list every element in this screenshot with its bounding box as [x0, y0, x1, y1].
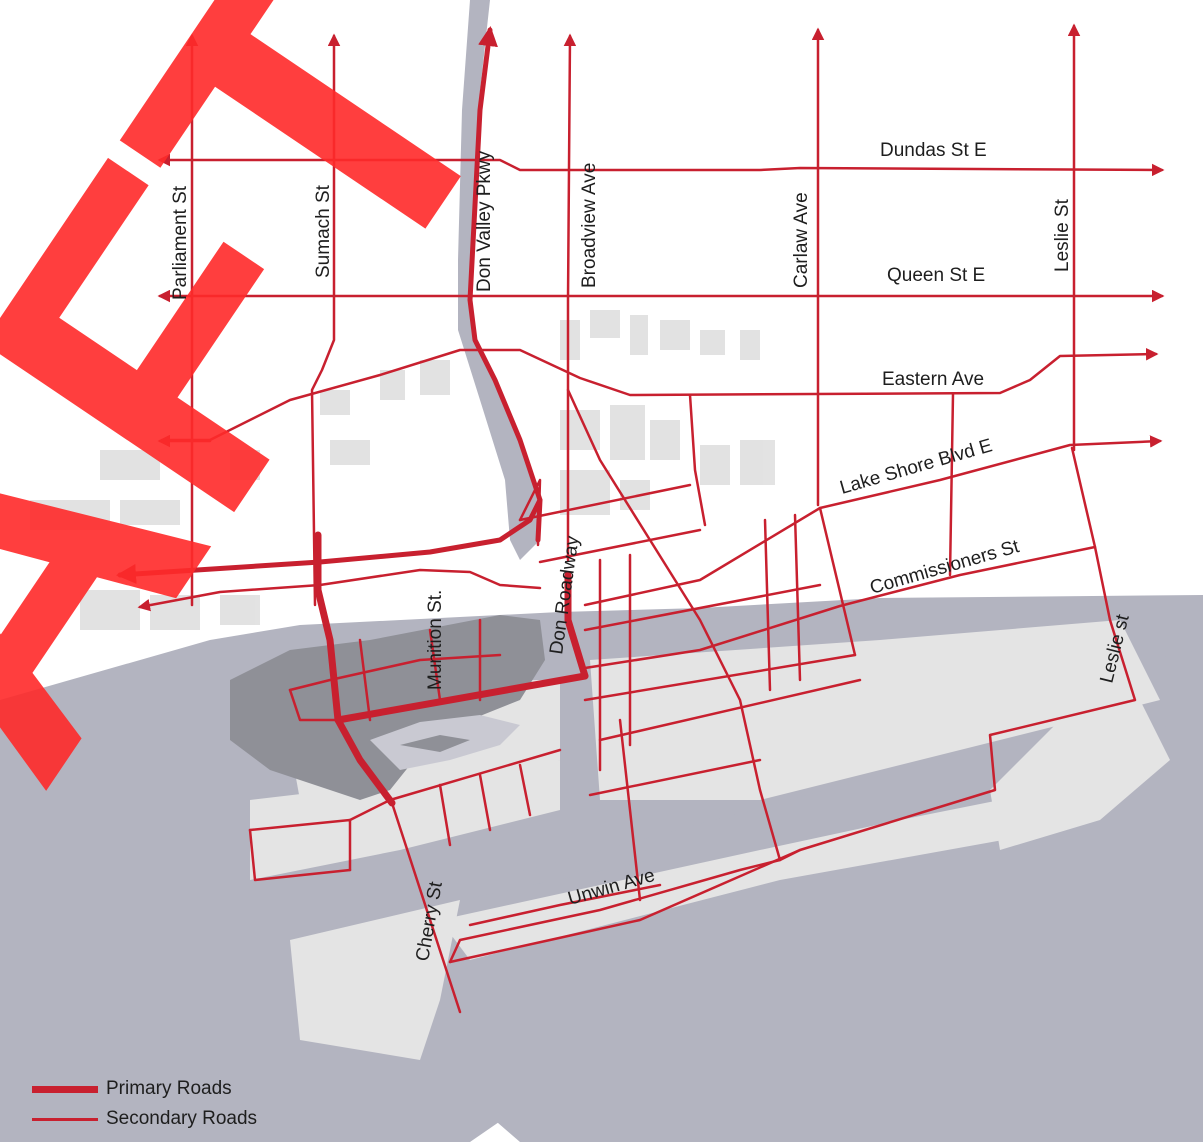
road-south-2 — [348, 798, 392, 822]
road-unwin-inner — [468, 883, 662, 927]
road-villiers-primary — [334, 672, 589, 724]
building — [630, 315, 648, 355]
road-villiers-w — [358, 638, 372, 722]
south-lands — [290, 900, 460, 1060]
building — [740, 330, 760, 360]
building — [740, 440, 775, 485]
road-connector-east — [948, 392, 955, 577]
road-leslie-south — [448, 446, 1137, 964]
label-sumach: Sumach St — [313, 184, 334, 278]
secondary-road-swatch — [32, 1117, 98, 1121]
road-block-2 — [538, 528, 702, 564]
road-diagonal-broadview — [566, 388, 782, 862]
map-legend: Primary Roads Secondary Roads — [32, 1074, 257, 1134]
road-south-7 — [518, 763, 532, 817]
building — [610, 405, 645, 460]
label-dundas: Dundas St E — [880, 140, 987, 161]
road-sumach — [310, 33, 341, 607]
label-parliament: Parliament St — [170, 185, 191, 300]
road-block-10 — [793, 513, 802, 682]
legend-primary: Primary Roads — [32, 1074, 257, 1104]
road-south-6 — [478, 773, 492, 832]
outer-harbour — [300, 760, 1203, 1142]
building — [230, 450, 260, 480]
road-lake-shore — [583, 435, 1163, 607]
building — [650, 420, 680, 460]
building — [320, 390, 350, 415]
road-cherry-primary — [314, 531, 396, 807]
building — [330, 440, 370, 465]
road-villiers-n — [288, 653, 502, 692]
river-channel-inner — [400, 735, 470, 752]
port-lands — [590, 620, 1160, 800]
legend-secondary-label: Secondary Roads — [106, 1108, 258, 1129]
label-don-valley: Don Valley Pkwy — [474, 150, 495, 292]
label-lake-shore: Lake Shore Blvd E — [838, 435, 995, 499]
building — [560, 320, 580, 360]
building-blocks — [30, 310, 775, 630]
primary-roads — [116, 26, 589, 807]
building — [420, 360, 450, 395]
label-leslie-north: Leslie St — [1052, 198, 1073, 272]
primary-road-swatch — [32, 1085, 98, 1093]
secondary-roads — [137, 23, 1165, 1014]
road-south-1 — [388, 748, 562, 802]
building — [220, 595, 260, 625]
road-cherry — [390, 801, 462, 1014]
building — [80, 590, 140, 630]
road-block-5 — [598, 678, 862, 742]
don-river — [458, 0, 540, 560]
building — [120, 500, 180, 525]
road-connector — [688, 393, 707, 527]
road-munition — [428, 628, 442, 702]
legend-secondary: Secondary Roads — [32, 1104, 257, 1134]
legend-primary-label: Primary Roads — [106, 1078, 232, 1099]
label-eastern: Eastern Ave — [882, 369, 984, 390]
building — [700, 330, 725, 355]
label-broadview: Broadview Ave — [579, 163, 600, 288]
road-villiers-loop — [288, 688, 342, 722]
building — [660, 320, 690, 350]
road-block-6 — [818, 506, 857, 657]
road-unwin — [448, 848, 802, 964]
building — [700, 445, 730, 485]
road-don-roadway — [564, 571, 589, 680]
road-south-4 — [248, 828, 352, 882]
road-block-11 — [588, 758, 762, 797]
building — [100, 450, 160, 480]
unwin-strip — [440, 800, 1003, 960]
road-block-3 — [583, 583, 822, 632]
road-block-1 — [518, 483, 692, 522]
label-queen: Queen St E — [887, 265, 985, 286]
building — [30, 500, 110, 530]
building — [590, 310, 620, 338]
label-munition: Munition St. — [425, 590, 446, 690]
leslie-spit — [990, 700, 1170, 850]
label-carlaw: Carlaw Ave — [791, 192, 812, 288]
road-dundas — [157, 153, 1165, 177]
road-south-3 — [248, 818, 352, 872]
road-lake-shore-west — [137, 568, 542, 612]
park-area — [230, 615, 545, 800]
land-blocks — [250, 620, 1170, 1060]
river-mouth-park — [230, 615, 545, 800]
road-don-valley-pkwy — [467, 26, 543, 543]
road-south-5 — [438, 783, 452, 847]
road-eastern — [160, 347, 1159, 442]
road-gardiner — [116, 497, 543, 584]
road-commissioners — [583, 545, 1097, 670]
road-block-9 — [763, 518, 772, 692]
road-block-12 — [618, 718, 642, 902]
